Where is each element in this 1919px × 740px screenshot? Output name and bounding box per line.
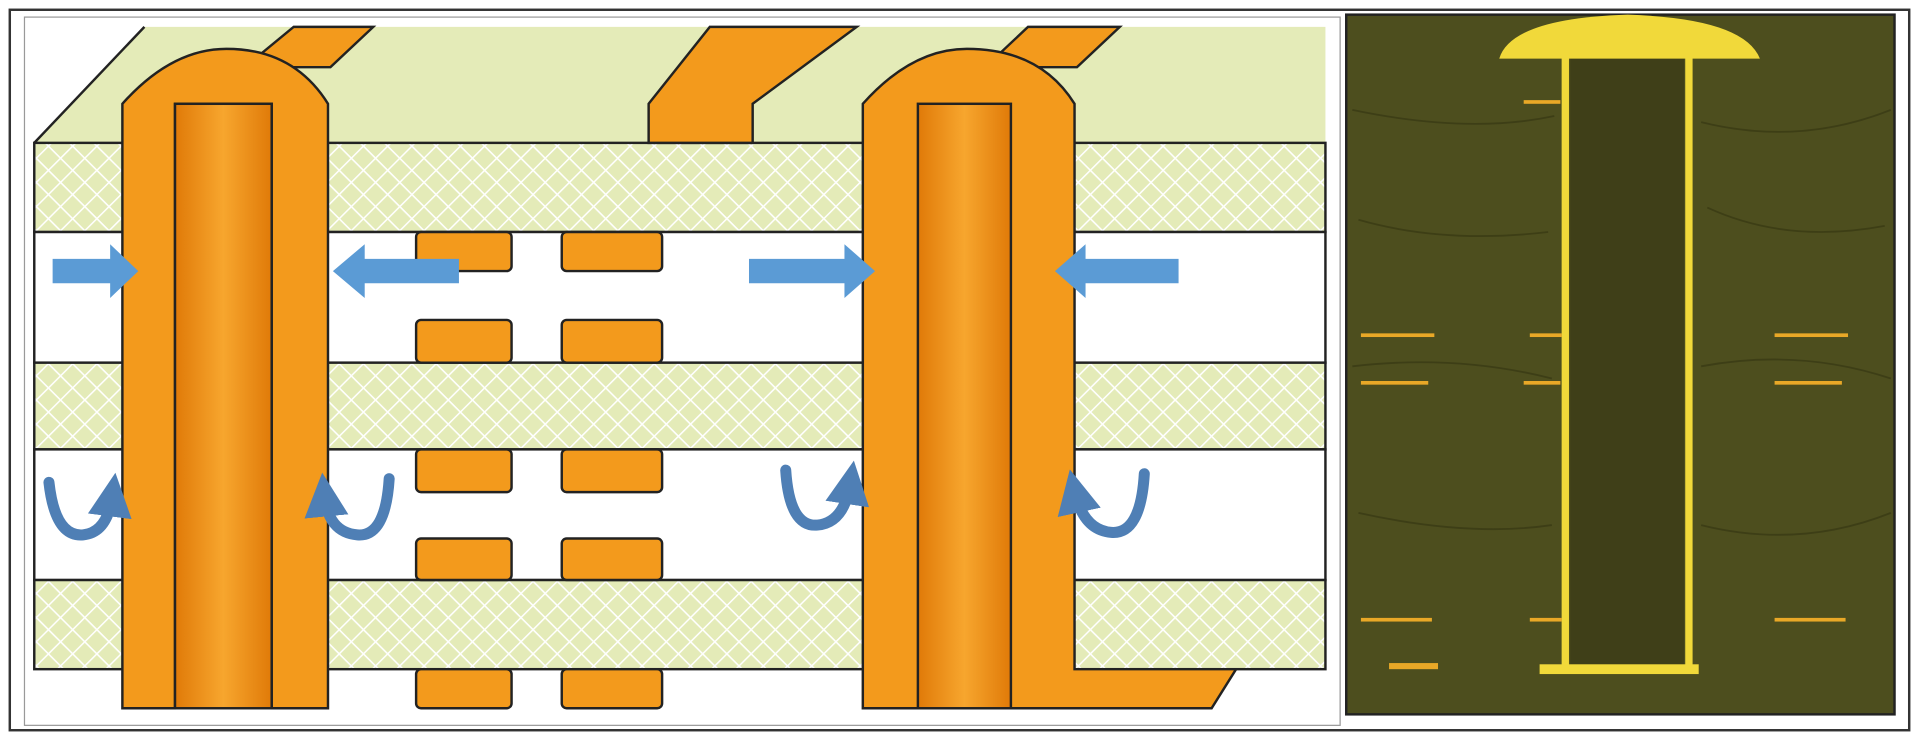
arrow-left-icon bbox=[1054, 244, 1179, 298]
arrow-right-icon bbox=[748, 244, 876, 298]
via-cross-section-micrograph bbox=[1345, 13, 1896, 716]
via-barrel-core bbox=[1570, 54, 1685, 672]
inner-copper-pads bbox=[414, 230, 664, 710]
plated-via-left bbox=[121, 47, 330, 710]
via-copper-plating bbox=[1499, 14, 1760, 675]
curved-arrow-icon bbox=[43, 472, 132, 541]
curved-arrow-icon bbox=[1057, 468, 1150, 538]
arrow-left-icon bbox=[332, 244, 459, 298]
arrow-right-icon bbox=[52, 244, 139, 298]
plated-via-right bbox=[861, 47, 1239, 710]
pcb-via-cross-section-diagram bbox=[23, 16, 1341, 726]
curved-arrow-icon bbox=[780, 460, 870, 531]
inner-copper-traces bbox=[1360, 100, 1849, 670]
curved-arrow-icon bbox=[304, 472, 395, 541]
